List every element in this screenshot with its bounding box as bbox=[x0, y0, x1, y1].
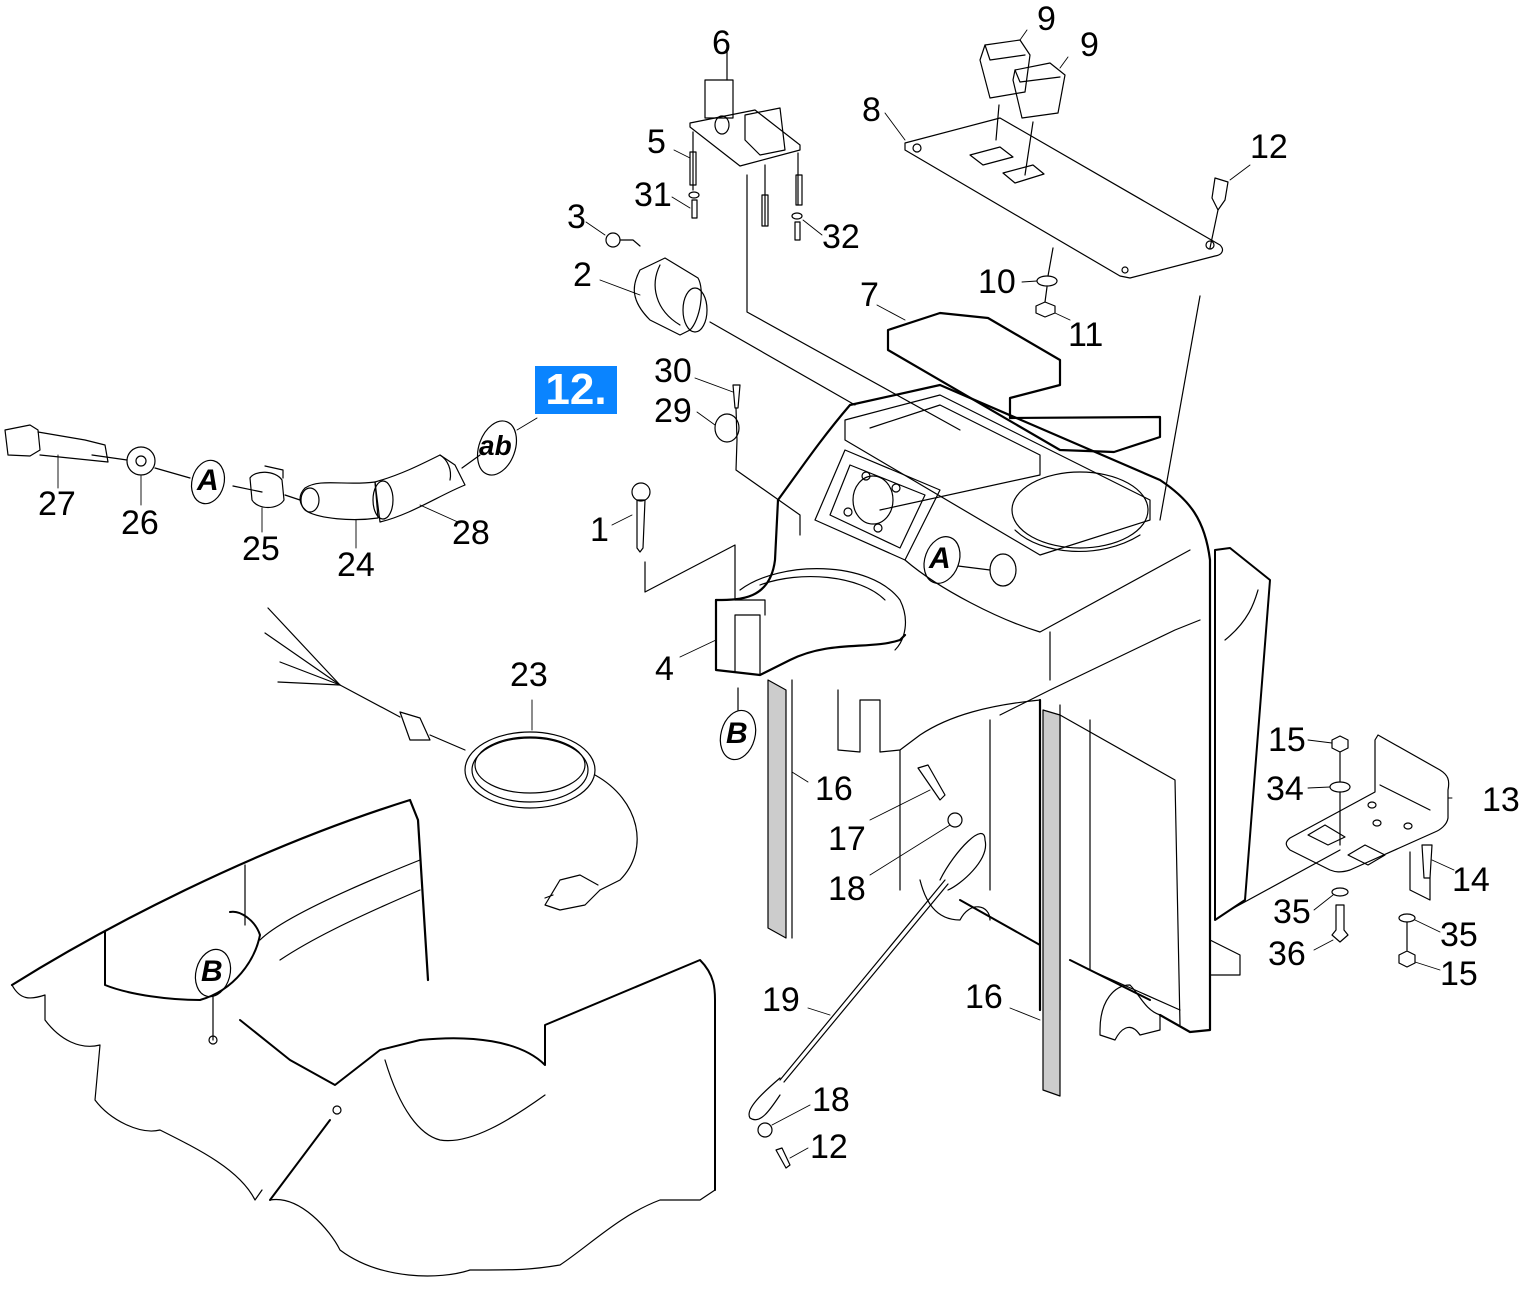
switch-plate-8 bbox=[904, 117, 1224, 279]
ref-marker-ab: ab bbox=[479, 430, 512, 461]
strip-16-left bbox=[767, 679, 793, 939]
strip-16-right bbox=[1042, 709, 1061, 1097]
eyelet-18-bottom bbox=[757, 1122, 773, 1138]
ref-marker-b-bottom-ellipse bbox=[194, 948, 232, 998]
washer-35-right bbox=[1398, 913, 1416, 923]
callout-34[interactable]: 34 bbox=[1266, 770, 1304, 808]
base-housing bbox=[10, 798, 716, 1277]
callout-27[interactable]: 27 bbox=[38, 485, 76, 523]
ref-marker-ab-ellipse bbox=[476, 420, 518, 476]
screw-3 bbox=[605, 232, 621, 248]
callout-25[interactable]: 25 bbox=[242, 530, 280, 568]
callout-15-bottom[interactable]: 15 bbox=[1440, 955, 1478, 993]
callout-15-top[interactable]: 15 bbox=[1268, 721, 1306, 759]
hose-28 bbox=[374, 454, 466, 523]
callout-9a[interactable]: 9 bbox=[1037, 0, 1056, 38]
main-housing bbox=[714, 383, 1271, 1041]
hose-assembly bbox=[4, 424, 481, 523]
callout-5[interactable]: 5 bbox=[647, 123, 666, 161]
callout-32[interactable]: 32 bbox=[822, 218, 860, 256]
nut-11 bbox=[1035, 301, 1056, 318]
washer-26 bbox=[126, 446, 156, 476]
callout-16-left[interactable]: 16 bbox=[815, 770, 853, 808]
washer-10 bbox=[1036, 275, 1058, 287]
safety-cable-19 bbox=[748, 764, 987, 1169]
callout-8[interactable]: 8 bbox=[862, 91, 881, 129]
fitting-27 bbox=[4, 424, 41, 457]
ref-marker-b-top-ellipse bbox=[719, 709, 757, 761]
screw-1 bbox=[631, 482, 736, 601]
callout-4[interactable]: 4 bbox=[655, 650, 674, 688]
nut-15-bottom bbox=[1398, 950, 1416, 968]
highlighted-item-label[interactable]: 12. bbox=[535, 366, 617, 414]
ref-marker-a-hose: A bbox=[197, 464, 219, 497]
ref-marker-b-top: B bbox=[726, 717, 748, 750]
washer-35-left bbox=[1331, 887, 1349, 897]
callout-28[interactable]: 28 bbox=[452, 514, 490, 552]
callout-13[interactable]: 13 bbox=[1482, 781, 1520, 819]
ref-marker-b-bottom: B bbox=[201, 955, 223, 988]
bolt-14 bbox=[1421, 844, 1433, 879]
power-cable-23 bbox=[264, 607, 638, 911]
eyelet-18-top bbox=[947, 812, 963, 828]
callout-12-top[interactable]: 12 bbox=[1250, 128, 1288, 166]
ref-marker-a-hose-ellipse bbox=[190, 459, 226, 505]
clip-29 bbox=[714, 384, 801, 536]
callout-9b[interactable]: 9 bbox=[1080, 26, 1099, 64]
callout-17[interactable]: 17 bbox=[828, 820, 866, 858]
callout-26[interactable]: 26 bbox=[121, 504, 159, 542]
callout-31[interactable]: 31 bbox=[634, 176, 672, 214]
callout-3[interactable]: 3 bbox=[567, 198, 586, 236]
callout-10[interactable]: 10 bbox=[978, 263, 1016, 301]
callout-1[interactable]: 1 bbox=[590, 511, 609, 549]
callout-19[interactable]: 19 bbox=[762, 981, 800, 1019]
switches-9 bbox=[979, 39, 1066, 176]
callout-29[interactable]: 29 bbox=[654, 392, 692, 430]
screw-12-top bbox=[1209, 177, 1229, 249]
leader-lines bbox=[57, 29, 1455, 1159]
callout-18-top[interactable]: 18 bbox=[828, 870, 866, 908]
screw-31 bbox=[691, 199, 698, 219]
callout-6[interactable]: 6 bbox=[712, 24, 731, 62]
callout-24[interactable]: 24 bbox=[337, 546, 375, 584]
bolt-36 bbox=[1331, 904, 1349, 943]
callout-23[interactable]: 23 bbox=[510, 656, 548, 694]
nut-15-top bbox=[1331, 735, 1349, 753]
washer-34 bbox=[1329, 781, 1351, 793]
callout-36[interactable]: 36 bbox=[1268, 935, 1306, 973]
bracket-13 bbox=[1229, 734, 1450, 911]
screw-12-bottom bbox=[775, 1147, 791, 1169]
clamp-25 bbox=[249, 471, 285, 509]
callout-14[interactable]: 14 bbox=[1452, 861, 1490, 899]
ref-marker-a-body: A bbox=[929, 542, 951, 575]
screw-32 bbox=[794, 221, 801, 241]
callout-12-bottom[interactable]: 12 bbox=[810, 1128, 848, 1166]
callout-30[interactable]: 30 bbox=[654, 352, 692, 390]
spacer-5 bbox=[689, 151, 697, 186]
callout-2[interactable]: 2 bbox=[573, 256, 592, 294]
socket-2 bbox=[633, 257, 856, 406]
callout-16-right[interactable]: 16 bbox=[965, 978, 1003, 1016]
callout-35-right[interactable]: 35 bbox=[1440, 916, 1478, 954]
callout-18-bottom[interactable]: 18 bbox=[812, 1081, 850, 1119]
pcb-6 bbox=[689, 47, 961, 431]
screw-17 bbox=[917, 764, 946, 801]
cover-plate-7 bbox=[886, 311, 1162, 454]
callout-7[interactable]: 7 bbox=[860, 276, 879, 314]
callout-35-left[interactable]: 35 bbox=[1273, 893, 1311, 931]
callout-11[interactable]: 11 bbox=[1068, 316, 1104, 354]
